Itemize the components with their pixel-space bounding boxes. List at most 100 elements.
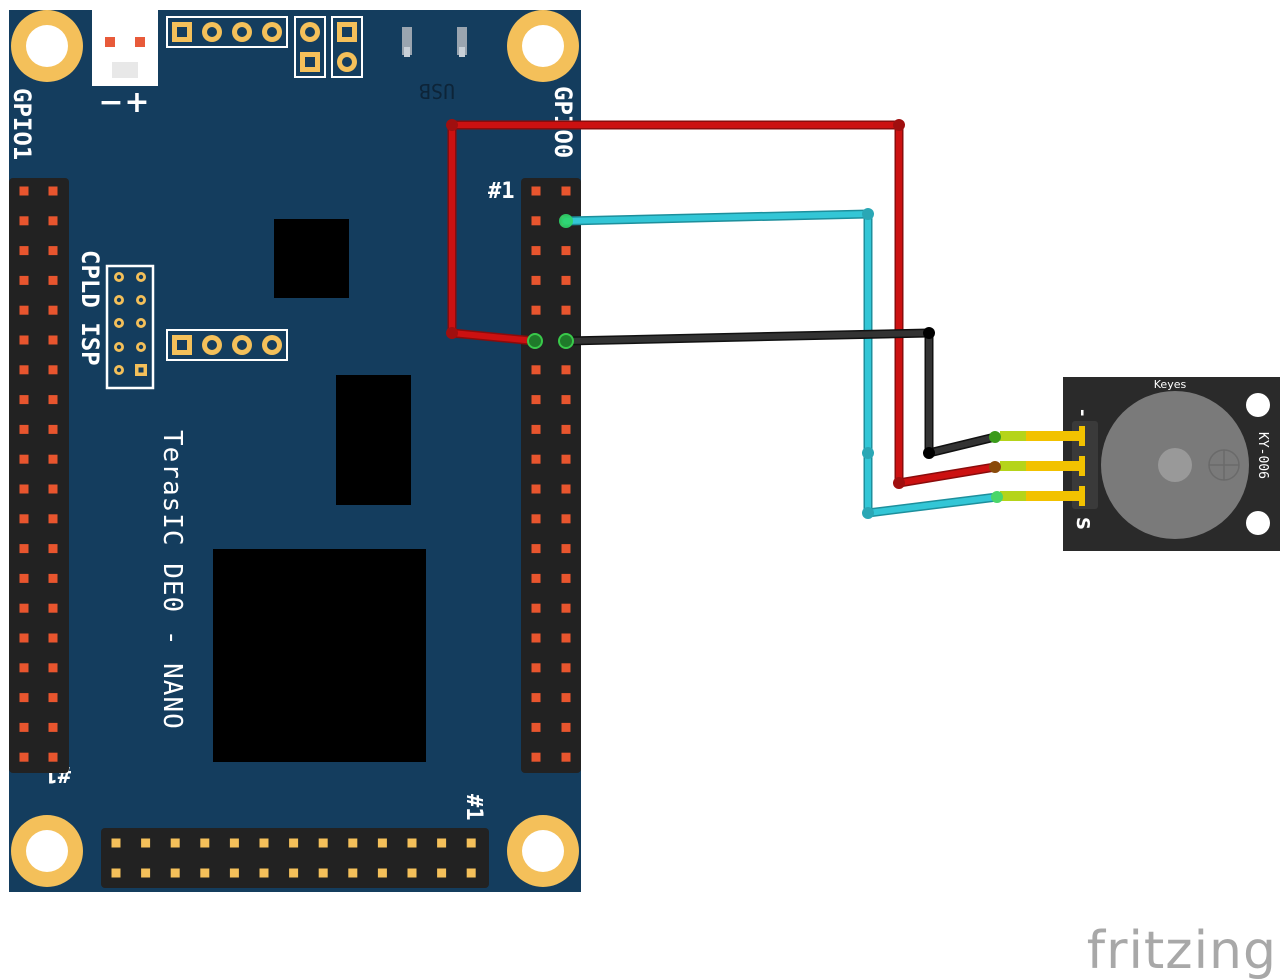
header-pin (561, 722, 571, 732)
header-pin (48, 663, 58, 673)
power-connector-pin (135, 37, 145, 47)
module-pin-signal (1000, 491, 1084, 501)
header-pin (561, 663, 571, 673)
mounting-holes (11, 10, 579, 887)
header-4pin-middle-outline (166, 329, 288, 361)
header-pin-hole (237, 27, 247, 37)
header-pin (466, 868, 476, 878)
header-pin (561, 246, 571, 256)
cpld-isp-label: CPLD ISP (76, 250, 104, 366)
header-pin (48, 514, 58, 524)
power-connector-pin (105, 37, 115, 47)
mounting-hole-bottom-right-inner (522, 830, 564, 872)
header-4pin-middle-pin1-hole (177, 340, 187, 350)
header-pin (48, 752, 58, 762)
usb-leg-right-tip (459, 47, 465, 57)
module-model-label: KY-006 (1255, 432, 1270, 479)
endpoint-gpio0-ground (558, 333, 574, 349)
mounting-hole-top-left-inner (26, 25, 68, 67)
header-pin (19, 514, 29, 524)
fritzing-logo: fritzing (1087, 921, 1277, 979)
wire-ground-bend (923, 327, 935, 339)
header-pin (48, 186, 58, 196)
header-pin (561, 544, 571, 554)
header-2pin-right (331, 16, 363, 78)
header-pin (19, 603, 29, 613)
usb-leg-left (402, 27, 412, 55)
header-pin (531, 186, 541, 196)
header-pin (531, 514, 541, 524)
header-pin (48, 395, 58, 405)
header-pin (437, 868, 447, 878)
header-pin (170, 838, 180, 848)
cpld-isp-outline (105, 264, 155, 390)
header-2pin-left (294, 16, 326, 78)
module-hole-top (1246, 393, 1270, 417)
buzzer-center (1158, 448, 1192, 482)
wire-signal (561, 208, 1002, 519)
module-pin-power (1000, 461, 1084, 471)
bottom-header-pins (111, 838, 476, 878)
header-pin (200, 838, 210, 848)
header-pin (377, 868, 387, 878)
header-pin (229, 868, 239, 878)
module-pin-ground-tip (1000, 431, 1026, 441)
wire-power-bend (446, 327, 458, 339)
header-pin-hole (207, 340, 217, 350)
cpld-isp-header (105, 264, 155, 390)
header-pin (141, 868, 151, 878)
gpio1-header-body (9, 178, 69, 773)
header-pin (531, 246, 541, 256)
gpio0-pin1-marker: #1 (488, 179, 515, 204)
header-pin (561, 275, 571, 285)
gpio1-label: GPIO1 (8, 88, 36, 160)
endpoint-gpio0-power (527, 333, 543, 349)
chip-small (274, 219, 349, 298)
wire-power-bend (446, 119, 458, 131)
wire-signal-bend (862, 507, 874, 519)
plus-label: + (124, 85, 149, 120)
mounting-hole-top-right-inner (522, 25, 564, 67)
header-pin (531, 305, 541, 315)
usb-leg-right (457, 27, 467, 55)
header-pin (289, 838, 299, 848)
wire-power-bend (893, 119, 905, 131)
header-pin (48, 722, 58, 732)
header-pin (531, 663, 541, 673)
header-pin (48, 573, 58, 583)
header-pin-hole (267, 340, 277, 350)
endpoint-module-signal (991, 491, 1003, 503)
header-pin (200, 868, 210, 878)
header-pin (561, 603, 571, 613)
header-pin (531, 275, 541, 285)
header-pin-hole (342, 57, 352, 67)
header-pin (531, 454, 541, 464)
header-pin (348, 838, 358, 848)
wire-signal-bend (862, 208, 874, 220)
chip-medium (336, 375, 411, 505)
wire-ground (561, 327, 1000, 459)
chip-fpga (213, 549, 426, 762)
header-pin (407, 838, 417, 848)
header-pin (48, 693, 58, 703)
header-pin (437, 838, 447, 848)
header-pin (531, 216, 541, 226)
header-pin (289, 868, 299, 878)
header-pin (561, 633, 571, 643)
cpld-pin-hole (138, 344, 144, 350)
gpio1-header-pins (19, 186, 58, 762)
header-pin (111, 868, 121, 878)
header-pin (561, 573, 571, 583)
header-pin (561, 752, 571, 762)
header-pin (531, 633, 541, 643)
header-pin (259, 838, 269, 848)
header-pin (561, 186, 571, 196)
header-pin (348, 868, 358, 878)
header-pin (19, 275, 29, 285)
power-connector: − + (92, 10, 158, 120)
usb-label: USB (419, 79, 455, 103)
cpld-pin-hole (138, 320, 144, 326)
header-pin (561, 514, 571, 524)
cpld-pin-hole (116, 297, 122, 303)
